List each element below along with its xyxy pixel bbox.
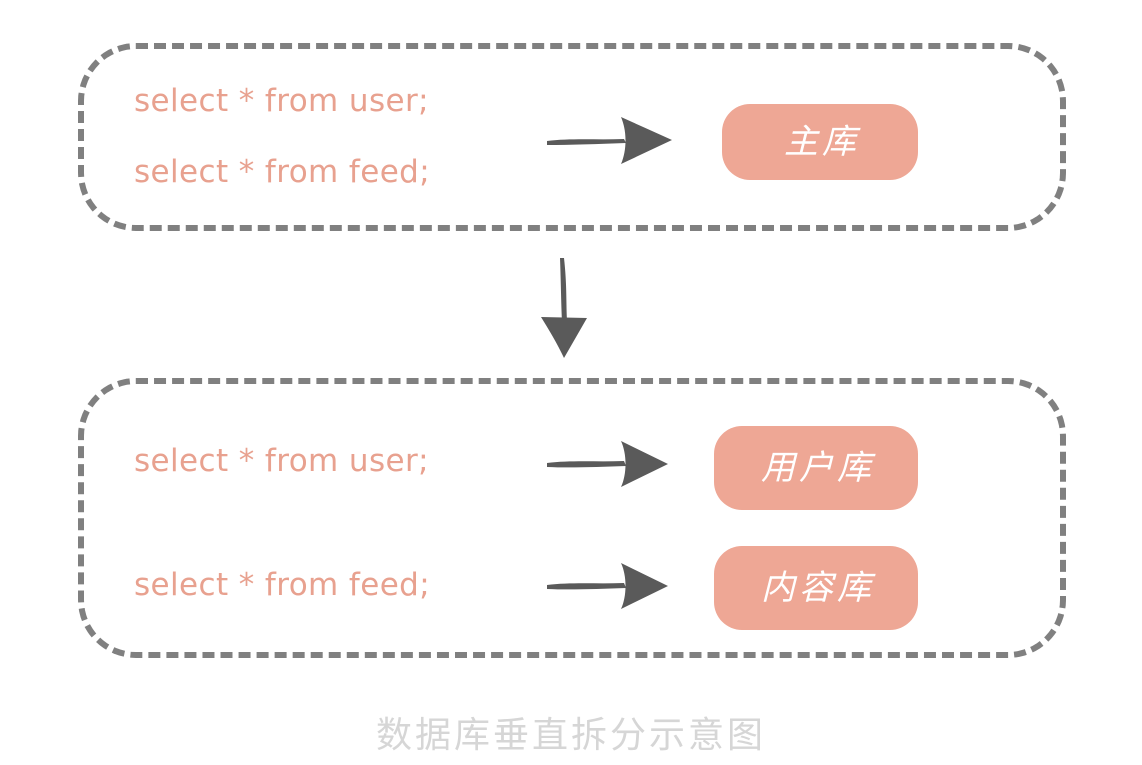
sql-statement-feed-before: select * from feed; — [134, 154, 431, 190]
database-label-user: 用户库 — [761, 448, 875, 488]
diagram-caption: 数据库垂直拆分示意图 — [375, 715, 766, 756]
sql-statement-user-before: select * from user; — [134, 83, 429, 119]
split-database-group — [78, 378, 1066, 658]
sql-statement-user-after: select * from user; — [134, 443, 429, 479]
vertical-split-arrow-icon — [541, 258, 587, 358]
single-database-group — [78, 43, 1066, 231]
database-label-content: 内容库 — [761, 568, 875, 608]
database-label-main: 主库 — [784, 122, 860, 162]
database-box-main: 主库 — [722, 104, 918, 180]
sql-statement-feed-after: select * from feed; — [134, 567, 431, 603]
database-box-user: 用户库 — [714, 426, 918, 510]
database-box-content: 内容库 — [714, 546, 918, 630]
